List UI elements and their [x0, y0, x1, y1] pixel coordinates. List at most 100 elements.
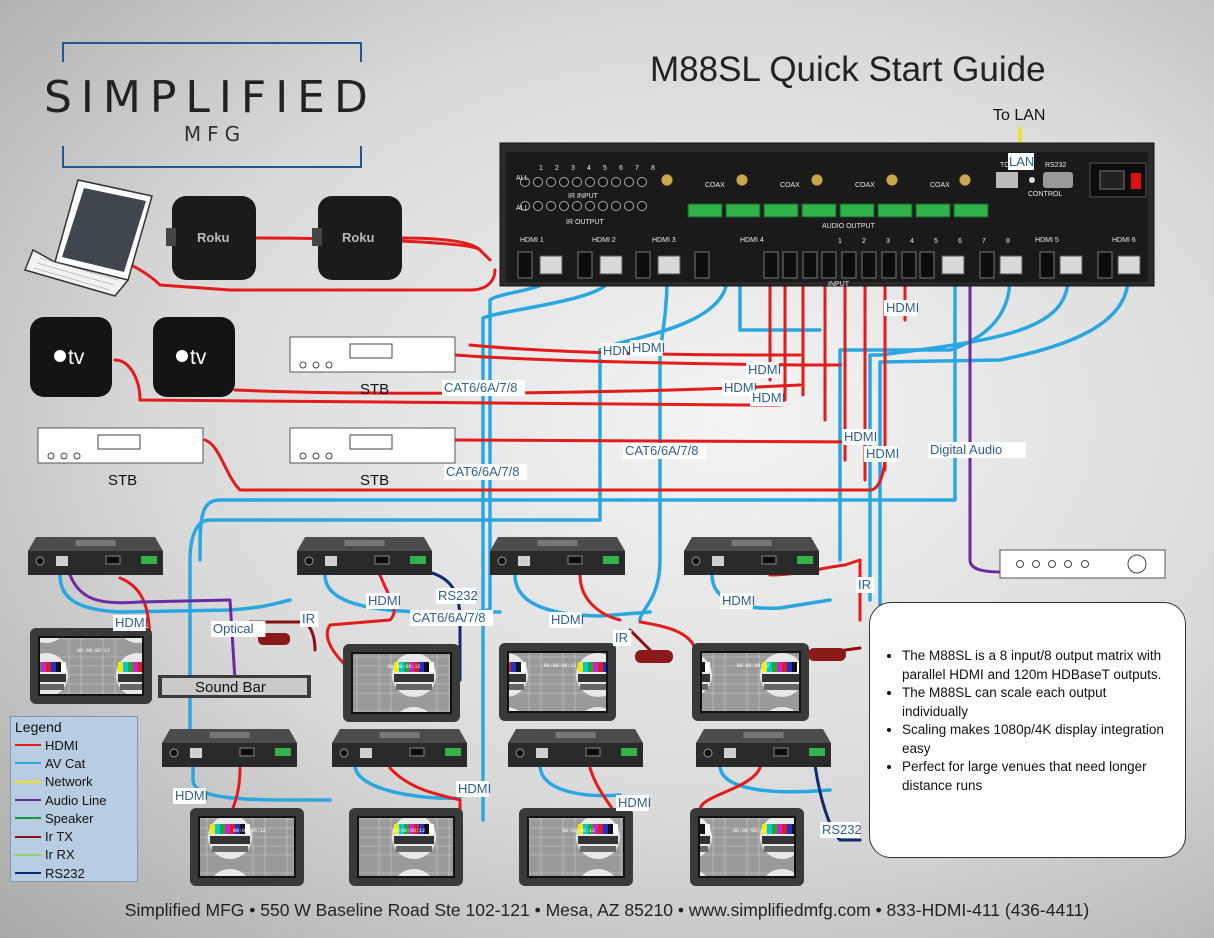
cable-label-optical: Optical: [213, 621, 254, 636]
ir-jack-icon[interactable]: [533, 177, 543, 187]
legend-swatch: [15, 799, 41, 802]
audio-terminal-blocks: [687, 203, 989, 218]
rj45-port-icon[interactable]: [724, 748, 736, 758]
legend-swatch: [15, 744, 41, 747]
cable-label-bg: [300, 611, 319, 627]
roku-logo-1: Roku: [197, 230, 230, 245]
tv-clock: 00:00:06:12: [544, 663, 577, 669]
ir-jack-icon[interactable]: [559, 201, 569, 211]
hdmi-port-icon[interactable]: [761, 555, 777, 565]
hdbaset-port-icon[interactable]: [1117, 255, 1141, 275]
hdmi-port-icon[interactable]: [782, 251, 798, 279]
ir-jack-icon[interactable]: [533, 201, 543, 211]
apple-tv-1: tv: [30, 317, 112, 397]
hdbaset-receiver-7: [508, 729, 643, 767]
coax-jack-icon[interactable]: [735, 173, 749, 187]
cable-label-hdmi-e: HDMI: [752, 390, 785, 405]
rj45-port-icon[interactable]: [325, 556, 337, 566]
hdmi-port-icon[interactable]: [979, 251, 995, 279]
hdmi-port-icon[interactable]: [1039, 251, 1055, 279]
coax-label: COAX: [930, 182, 950, 189]
ir-jack-icon[interactable]: [585, 177, 595, 187]
hdbaset-port-icon[interactable]: [539, 255, 563, 275]
hdmi-port-icon[interactable]: [763, 251, 779, 279]
cable-label-bg: [864, 446, 897, 462]
hdmi-port-icon[interactable]: [105, 555, 121, 565]
hdmi-port-icon[interactable]: [802, 251, 818, 279]
hdmi-port-icon[interactable]: [1097, 251, 1113, 279]
legend-label: Network: [45, 774, 93, 790]
hdbaset-port-icon[interactable]: [599, 255, 623, 275]
coax-jack-icon[interactable]: [660, 173, 674, 187]
hdmi-port-icon[interactable]: [901, 251, 917, 279]
rj45-port-icon[interactable]: [518, 556, 530, 566]
rj45-port-icon[interactable]: [360, 748, 372, 758]
hdmi-port-icon[interactable]: [585, 747, 601, 757]
ir-jack-icon[interactable]: [572, 177, 582, 187]
hdmi-port-icon[interactable]: [841, 251, 857, 279]
lan-port[interactable]: [996, 172, 1018, 188]
hdbaset-port-icon[interactable]: [941, 255, 965, 275]
rj45-port-icon[interactable]: [190, 748, 202, 758]
hdmi-port-icon[interactable]: [919, 251, 935, 279]
rs232-port[interactable]: [1043, 172, 1073, 188]
power-switch[interactable]: [1131, 173, 1141, 189]
legend-swatch: [15, 872, 41, 875]
legend-label: Audio Line: [45, 792, 107, 808]
cable-label-hdmi-top: HDMI: [886, 300, 919, 315]
ir-jack-icon[interactable]: [611, 177, 621, 187]
ir-jack-icon[interactable]: [598, 201, 608, 211]
appletv-logo-1: tv: [68, 346, 85, 369]
ir-jack-icon[interactable]: [520, 177, 530, 187]
hdbaset-port-icon[interactable]: [1059, 255, 1083, 275]
hdmi-port-icon[interactable]: [577, 251, 593, 279]
tv-clock: 00:00:06:12: [737, 663, 770, 669]
rj45-port-icon[interactable]: [56, 556, 68, 566]
hdmi-port-icon[interactable]: [861, 251, 877, 279]
ir-jack-icon[interactable]: [637, 201, 647, 211]
hdmi-port-icon[interactable]: [567, 555, 583, 565]
ir-jack-icon[interactable]: [598, 177, 608, 187]
hdmi-port-icon[interactable]: [694, 251, 710, 279]
hdbaset-port-icon[interactable]: [999, 255, 1023, 275]
ir-emitter-1: [258, 633, 290, 645]
hdmi-port-icon[interactable]: [635, 251, 651, 279]
hdmi-port-icon[interactable]: [409, 747, 425, 757]
hdmi-port-icon[interactable]: [374, 555, 390, 565]
label-input: INPUT: [828, 281, 850, 288]
ir-jack-icon[interactable]: [585, 201, 595, 211]
ir-jack-icon[interactable]: [559, 177, 569, 187]
ir-jack-icon[interactable]: [611, 201, 621, 211]
cable-label-bg: [884, 300, 917, 316]
ir-jack-icon[interactable]: [572, 201, 582, 211]
coax-jack-icon[interactable]: [810, 173, 824, 187]
info-bullet: The M88SL is a 8 input/8 output matrix w…: [902, 647, 1169, 684]
ir-jack-icon[interactable]: [546, 201, 556, 211]
ir-jack-icon[interactable]: [637, 177, 647, 187]
hdbaset-port-icon[interactable]: [657, 255, 681, 275]
apple-icon: [176, 350, 188, 362]
ir-jack-icon[interactable]: [546, 177, 556, 187]
audio-out-number-2: 2: [862, 238, 866, 245]
cable-label-cat-2: CAT6/6A/7/8: [446, 464, 519, 479]
coax-jack-icon[interactable]: [958, 173, 972, 187]
rj45-port-icon[interactable]: [536, 748, 548, 758]
to-lan-label: To LAN: [993, 107, 1045, 124]
audio-out-number-4: 4: [910, 238, 914, 245]
cable-label-bg: [928, 442, 1026, 458]
coax-jack-icon[interactable]: [885, 173, 899, 187]
rj45-port-icon[interactable]: [712, 556, 724, 566]
hdmi-port-icon[interactable]: [821, 251, 837, 279]
hdmi-port-icon[interactable]: [773, 747, 789, 757]
lan-tag-bg: [1008, 153, 1034, 170]
hdmi-port-icon[interactable]: [517, 251, 533, 279]
hdmi-port-icon[interactable]: [881, 251, 897, 279]
ir-jack-icon[interactable]: [520, 201, 530, 211]
stb-3-label: STB: [360, 472, 389, 489]
hdmi-port-icon[interactable]: [239, 747, 255, 757]
ir-jack-icon[interactable]: [624, 177, 634, 187]
ir-jack-icon[interactable]: [624, 201, 634, 211]
legend-item: Ir RX: [15, 846, 133, 864]
